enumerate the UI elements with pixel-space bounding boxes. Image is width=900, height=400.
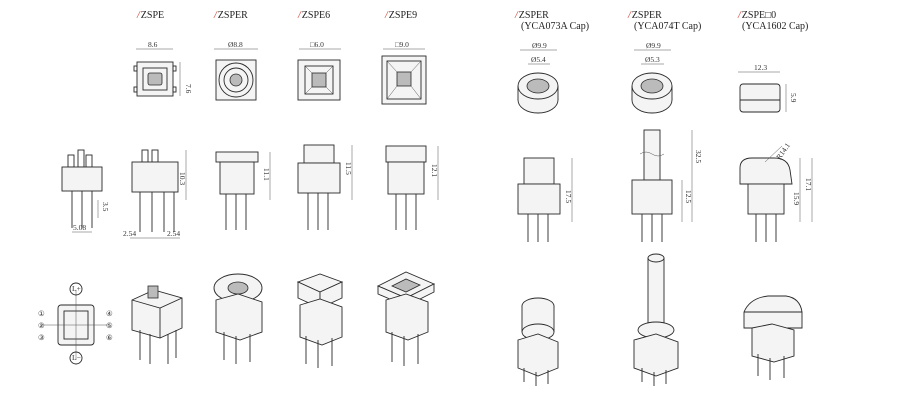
- pin-label-3: ③: [38, 333, 45, 342]
- dim-side-pin-h: 3.5: [101, 202, 110, 212]
- dim-zspe9-h: 12.1: [430, 164, 439, 177]
- series-cap: (YCA074T Cap): [634, 21, 702, 32]
- series-name: ZSPER: [631, 10, 662, 21]
- dim-pitch-2: 2.54: [167, 229, 180, 238]
- dim-yca074t-total-h: 32.5: [694, 150, 703, 163]
- series-name: ZSPER: [518, 10, 549, 21]
- dim-yca074t-outer: Ø9.9: [646, 41, 661, 50]
- dim-yca074t-body-h: 12.5: [684, 190, 693, 203]
- dim-zspe9-top: □9.0: [395, 40, 409, 49]
- yca073a-isometric: [517, 297, 559, 386]
- dim-side-pin-w: 5.08: [73, 223, 86, 232]
- dim-zspe6-top: □6.0: [310, 40, 324, 49]
- dim-zspe-top-w: 8.6: [148, 40, 158, 49]
- dim-yca074t-inner: Ø5.3: [645, 55, 660, 64]
- zspe6-isometric: [296, 273, 344, 368]
- zspe-isometric: [131, 285, 183, 364]
- pin-layout-diagram: L+ L− ① ② ③ ④ ⑤ ⑥: [38, 282, 113, 365]
- zsper-top-view: Ø8.8: [214, 40, 258, 101]
- series-label-zspe6: /ZSPE6: [298, 10, 330, 21]
- dim-yca073a-outer: Ø9.9: [532, 41, 547, 50]
- yca074t-top-view: Ø9.9 Ø5.3: [631, 41, 673, 114]
- series-cap: (YCA073A Cap): [521, 21, 590, 32]
- red-slash: /: [738, 10, 741, 21]
- zspe-pin-side-view: 3.5 5.08: [61, 149, 110, 233]
- yca1602-side-view: R14.1 15.9 17.1: [739, 141, 813, 242]
- zsper-side-view: 11.1: [215, 151, 271, 230]
- zspe9-isometric: [376, 271, 436, 366]
- series-label-zspe: /ZSPE: [137, 10, 164, 21]
- red-slash: /: [137, 10, 140, 21]
- series-name: ZSPE6: [301, 10, 331, 21]
- yca074t-isometric: [633, 253, 679, 386]
- zspe9-side-view: 12.1: [385, 145, 439, 230]
- dim-yca073a-body-h: 17.5: [564, 190, 573, 203]
- yca073a-side-view: 17.5: [517, 157, 573, 242]
- red-slash: /: [628, 10, 631, 21]
- pin-label-4: ④: [106, 309, 113, 318]
- series-label-zsper-yca073a: /ZSPER (YCA073A Cap): [515, 10, 589, 32]
- dim-yca1602-h: 5.9: [789, 93, 798, 103]
- red-slash: /: [515, 10, 518, 21]
- pin-label-5: ⑤: [106, 321, 113, 330]
- series-label-zspe9: /ZSPE9: [385, 10, 417, 21]
- yca1602-isometric: [743, 295, 803, 380]
- dim-zsper-top-d: Ø8.8: [228, 40, 243, 49]
- yca073a-top-view: Ø9.9 Ø5.4: [517, 41, 559, 114]
- pin-label-l-plus: L+: [72, 284, 81, 293]
- dim-zspe-top-h: 7.6: [184, 84, 193, 94]
- red-slash: /: [385, 10, 388, 21]
- dim-yca073a-inner: Ø5.4: [531, 55, 546, 64]
- series-label-zspe0-yca1602: /ZSPE□0 (YCA1602 Cap): [738, 10, 808, 32]
- zspe6-top-view: □6.0: [297, 40, 341, 101]
- dim-yca1602-h2: 17.1: [804, 178, 813, 191]
- pin-label-2: ②: [38, 321, 45, 330]
- series-name: ZSPE□0: [741, 10, 777, 21]
- zspe9-top-view: □9.0: [381, 40, 427, 105]
- zspe-top-view: 8.6 7.6: [133, 40, 193, 97]
- series-name: ZSPE9: [388, 10, 418, 21]
- series-label-zsper-yca074t: /ZSPER (YCA074T Cap): [628, 10, 701, 32]
- yca074t-side-view: 32.5 12.5: [631, 129, 703, 242]
- dim-pitch-1: 2.54: [123, 229, 136, 238]
- zsper-isometric: [213, 273, 263, 364]
- series-label-zsper: /ZSPER: [214, 10, 248, 21]
- series-name: ZSPER: [217, 10, 248, 21]
- dim-yca1602-radius: R14.1: [774, 141, 792, 161]
- dim-yca1602-w: 12.3: [754, 63, 767, 72]
- dim-yca1602-h1: 15.9: [792, 192, 801, 205]
- series-name: ZSPE: [140, 10, 165, 21]
- pin-label-6: ⑥: [106, 333, 113, 342]
- red-slash: /: [214, 10, 217, 21]
- pin-label-l-minus: L−: [72, 353, 81, 362]
- pin-label-1: ①: [38, 309, 45, 318]
- series-cap: (YCA1602 Cap): [742, 21, 809, 32]
- dim-zspe-h: 10.3: [178, 172, 187, 185]
- dim-zsper-h: 11.1: [262, 168, 271, 181]
- zspe6-side-view: 11.5: [297, 144, 353, 230]
- red-slash: /: [298, 10, 301, 21]
- dim-zspe6-h: 11.5: [344, 162, 353, 175]
- zspe-side-view: 10.3 2.54 2.54: [123, 149, 187, 239]
- yca1602-top-view: 12.3 5.9: [738, 63, 798, 113]
